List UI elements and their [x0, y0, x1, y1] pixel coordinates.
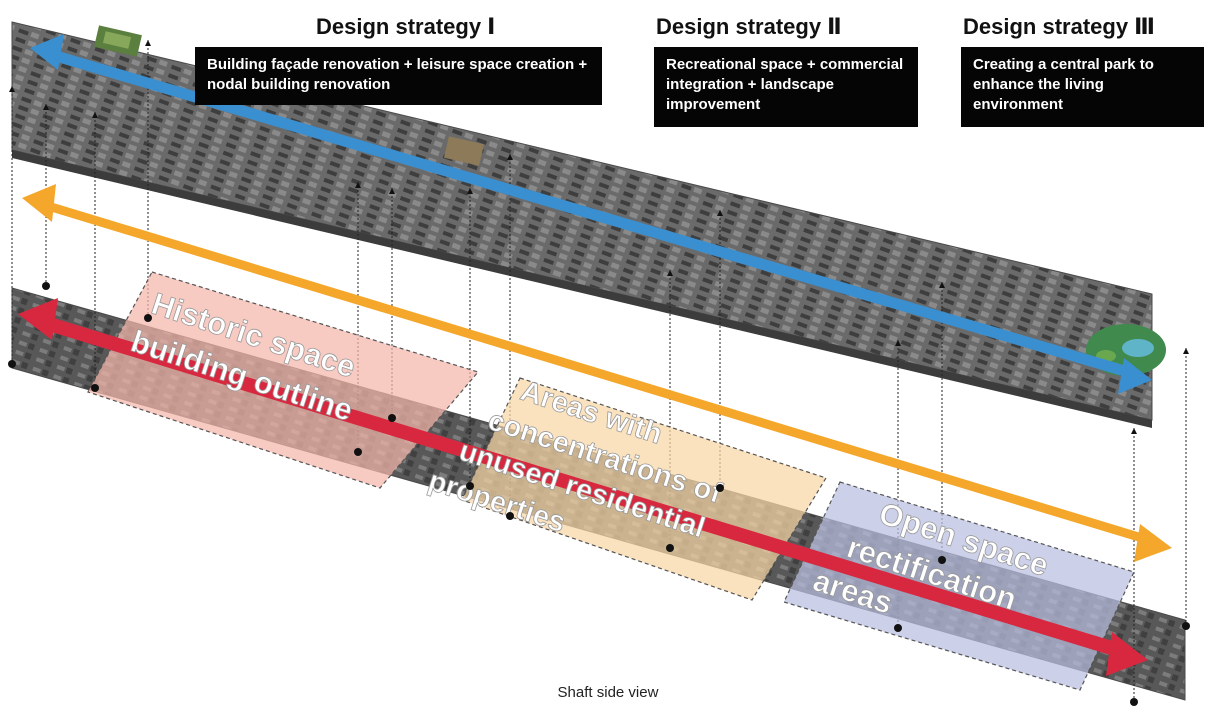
- red-axis-arrow: [18, 298, 1148, 676]
- blue-axis-arrow: [30, 34, 1152, 394]
- projection-arrowhead: [355, 182, 361, 188]
- projection-dot: [938, 556, 946, 564]
- strategy-heading-2: Design strategy Ⅱ: [656, 14, 842, 39]
- strategy-box-3: Creating a central park to enhance the l…: [961, 47, 1204, 127]
- projection-dot: [42, 282, 50, 290]
- diagram-caption: Shaft side view: [557, 684, 659, 701]
- projection-arrowhead: [389, 188, 395, 194]
- orange-axis-arrow: [22, 184, 1172, 562]
- projection-arrowhead: [1183, 348, 1189, 354]
- projection-dot: [1182, 622, 1190, 630]
- projection-arrowhead: [92, 112, 98, 118]
- projection-dot: [716, 484, 724, 492]
- green-courtyard-left: [94, 25, 142, 57]
- projection-dot: [506, 512, 514, 520]
- projection-arrowhead: [717, 210, 723, 216]
- strategy-box-1: Building façade renovation + leisure spa…: [195, 47, 602, 105]
- projection-arrowhead: [467, 188, 473, 194]
- projection-arrowhead: [145, 40, 151, 46]
- projection-arrowhead: [895, 340, 901, 346]
- zone-historic-space: [87, 271, 480, 489]
- projection-dot: [91, 384, 99, 392]
- projection-dot: [144, 314, 152, 322]
- projection-arrowhead: [667, 270, 673, 276]
- projection-dot: [8, 360, 16, 368]
- projection-arrowhead: [507, 154, 513, 160]
- projection-dot: [466, 482, 474, 490]
- projection-dot: [388, 414, 396, 422]
- strategy-box-2: Recreational space + commercial integrat…: [654, 47, 918, 127]
- zone-open-space: [783, 481, 1135, 691]
- zone-unused-residential: [461, 377, 827, 601]
- projection-dot: [354, 448, 362, 456]
- projection-arrowhead: [9, 86, 15, 92]
- upper-block-front-strip: [12, 150, 1152, 428]
- strategy-heading-3: Design strategy Ⅲ: [963, 14, 1155, 39]
- projection-dot: [894, 624, 902, 632]
- landmark-building: [443, 136, 485, 166]
- projection-dot: [666, 544, 674, 552]
- strategy-heading-1: Design strategy Ⅰ: [316, 14, 496, 39]
- projection-dot: [1130, 698, 1138, 706]
- projection-arrowhead: [939, 282, 945, 288]
- projection-arrowhead: [1131, 428, 1137, 434]
- projection-arrowhead: [43, 104, 49, 110]
